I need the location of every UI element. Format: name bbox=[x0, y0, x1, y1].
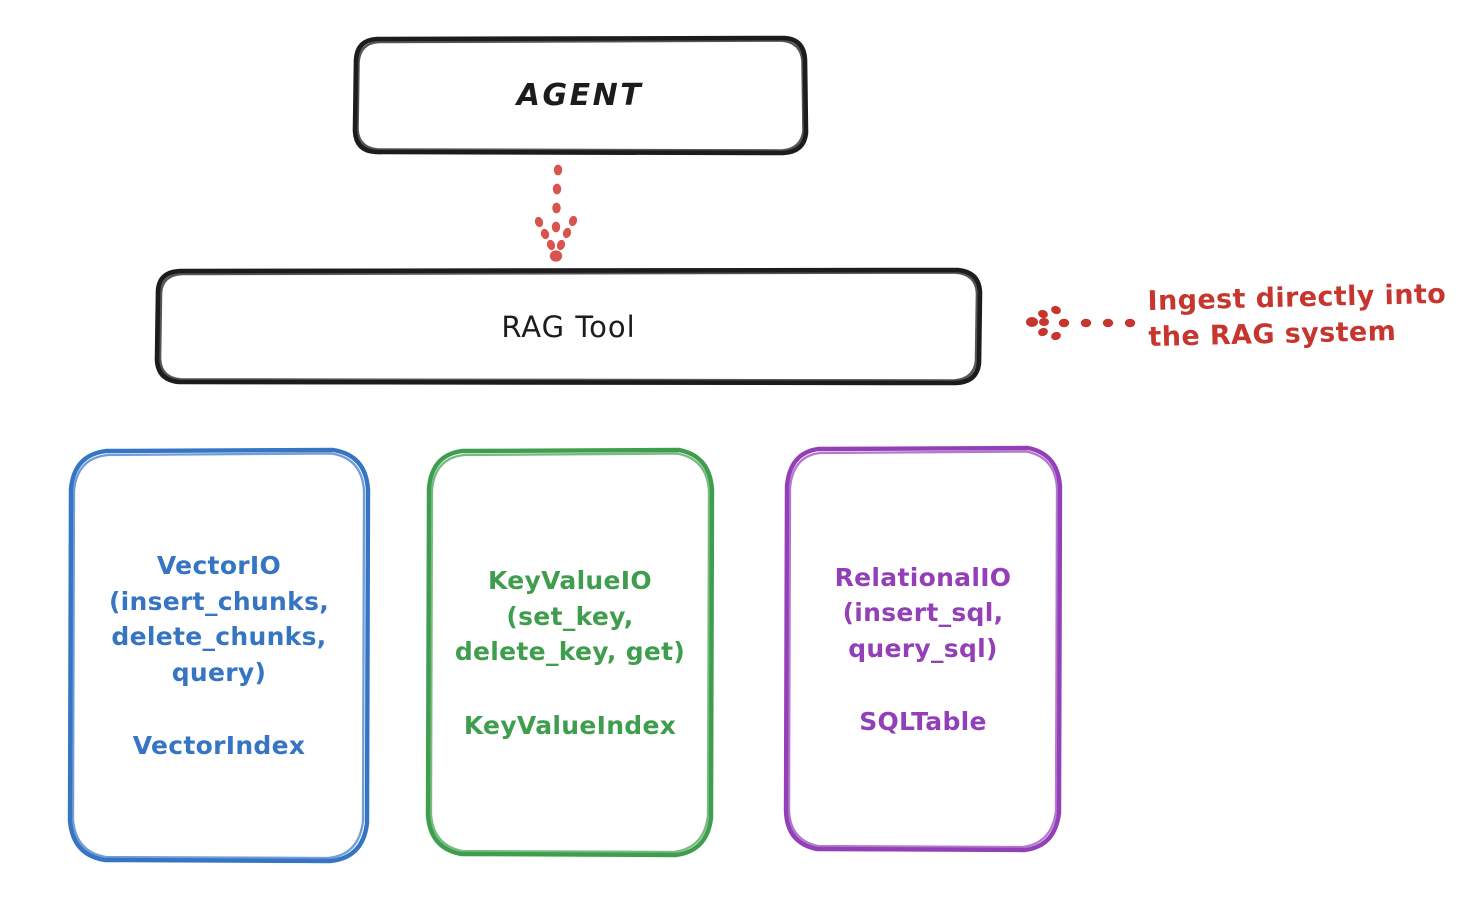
vector-io-index-label: VectorIndex bbox=[132, 731, 306, 761]
key-value-io-node[interactable]: KeyValueIO (set_key, delete_key, get) Ke… bbox=[428, 450, 712, 856]
rag-tool-box-outline bbox=[154, 267, 983, 386]
agent-node[interactable]: AGENT bbox=[355, 38, 805, 153]
relational-io-content: RelationalIO (insert_sql, query_sql) SQL… bbox=[786, 560, 1060, 740]
rag-tool-label: RAG Tool bbox=[501, 309, 636, 344]
key-value-io-content: KeyValueIO (set_key, delete_key, get) Ke… bbox=[428, 563, 712, 743]
key-value-io-api-label: KeyValueIO (set_key, delete_key, get) bbox=[454, 566, 686, 666]
vector-io-box-outline bbox=[67, 447, 371, 864]
ingest-annotation-text: Ingest directly into the RAG system bbox=[1147, 278, 1447, 353]
key-value-io-box-outline bbox=[425, 447, 715, 858]
relational-io-box-outline bbox=[783, 445, 1063, 853]
connector-agent-to-rag-tool bbox=[534, 164, 578, 262]
agent-box-outline bbox=[352, 35, 809, 156]
vector-io-content: VectorIO (insert_chunks, delete_chunks, … bbox=[70, 548, 368, 764]
key-value-io-index-label: KeyValueIndex bbox=[463, 710, 677, 740]
relational-io-api-label: RelationalIO (insert_sql, query_sql) bbox=[834, 562, 1012, 663]
connector-ingest-to-rag-tool bbox=[1026, 305, 1136, 341]
relational-io-index-label: SQLTable bbox=[859, 707, 987, 736]
relational-io-node[interactable]: RelationalIO (insert_sql, query_sql) SQL… bbox=[786, 448, 1060, 851]
vector-io-api-label: VectorIO (insert_chunks, delete_chunks, … bbox=[108, 551, 330, 687]
vector-io-node[interactable]: VectorIO (insert_chunks, delete_chunks, … bbox=[70, 450, 368, 862]
agent-label: AGENT bbox=[516, 77, 644, 113]
rag-tool-node[interactable]: RAG Tool bbox=[157, 270, 980, 384]
